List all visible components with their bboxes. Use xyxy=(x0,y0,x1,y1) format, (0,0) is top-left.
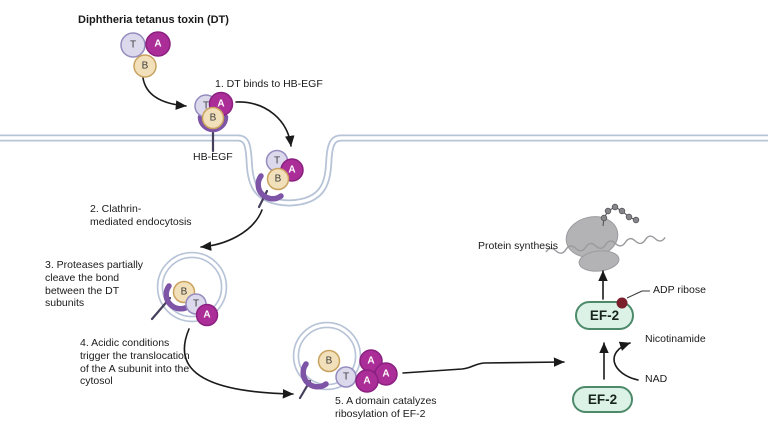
arrow-translocation xyxy=(183,328,294,399)
hbegf-receptor xyxy=(163,283,192,312)
dt-complex-free xyxy=(120,31,171,78)
polypeptide-chain xyxy=(600,203,640,227)
hbegf-label: HB-EGF xyxy=(193,151,233,163)
cell-membrane xyxy=(0,134,768,207)
hbegf-receptor xyxy=(197,114,229,133)
step1-label: 1. DT binds to HB-EGF xyxy=(215,78,323,90)
ef2-modified-label: EF-2 xyxy=(589,308,620,323)
hbegf-stem xyxy=(257,189,269,209)
nad-label: NAD xyxy=(645,373,668,385)
dt-complex-in-pit xyxy=(255,149,304,209)
step4-label: 4. Acidic conditions trigger the translo… xyxy=(80,337,190,388)
adp-ribose-callout-line xyxy=(626,290,650,299)
step3-label: 3. Proteases partially cleave the bond b… xyxy=(45,259,144,310)
adp-ribose-label: ADP ribose xyxy=(653,284,706,296)
ribosome xyxy=(545,203,666,272)
step2-label: 2. Clathrin- mediated endocytosis xyxy=(90,203,192,228)
arrow-a-to-ef2 xyxy=(402,357,565,374)
hbegf-receptor xyxy=(255,173,284,202)
arrow-pit-to-endosome xyxy=(200,209,263,251)
endosome-vesicle-2 xyxy=(292,321,362,400)
step5-label: 5. A domain catalyzes ribosylation of EF… xyxy=(335,395,437,420)
dt-complex-on-membrane xyxy=(194,91,234,153)
adp-ribose-dot xyxy=(616,297,628,309)
hbegf-receptor xyxy=(300,361,329,390)
ef2-native-label: EF-2 xyxy=(587,392,618,407)
endosome-vesicle-1 xyxy=(150,251,228,327)
ef2-native xyxy=(572,386,633,413)
ef2-modified xyxy=(575,301,634,330)
nicotinamide-label: Nicotinamide xyxy=(645,333,706,345)
arrow-dt-to-membrane xyxy=(142,77,187,110)
released-a-subunits xyxy=(355,349,398,393)
arrow-nad-to-nicotinamide xyxy=(613,341,639,381)
mrna-strand xyxy=(545,235,666,254)
protein-synthesis-label: Protein synthesis xyxy=(478,240,558,252)
arrow-membrane-to-pit xyxy=(235,101,295,147)
diagram-title: Diphtheria tetanus toxin (DT) xyxy=(78,14,229,26)
